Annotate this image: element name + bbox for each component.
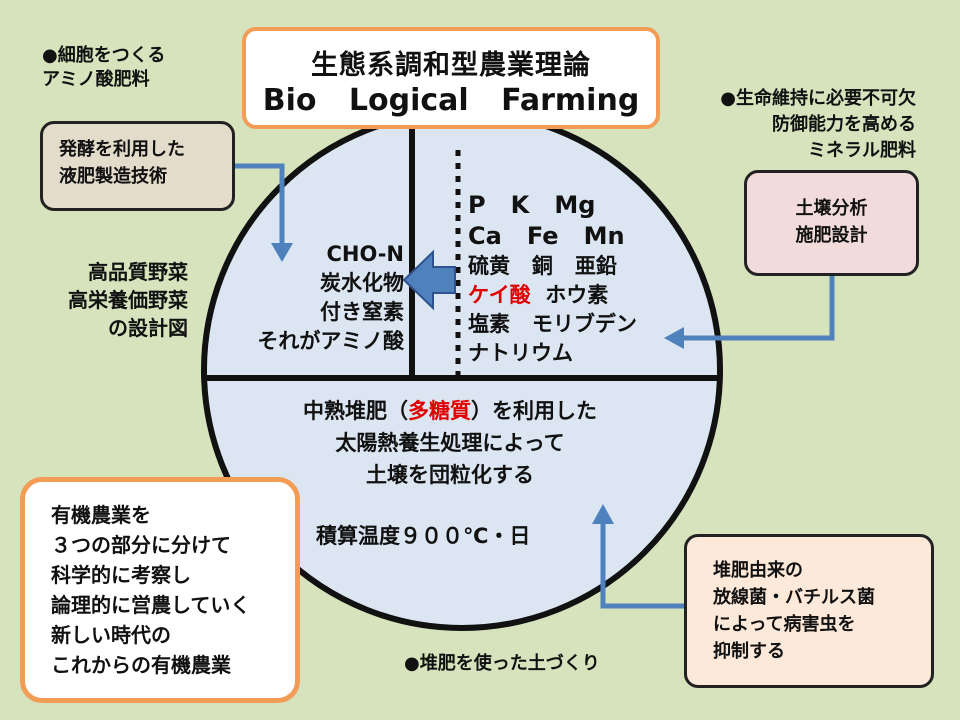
- organic-farming-box: 有機農業を ３つの部分に分けて 科学的に考察し 論理的に営農していく 新しい時代…: [20, 477, 300, 703]
- fermentation-box: 発酵を利用した 液肥製造技術: [40, 121, 235, 211]
- mineral-to-amino-arrow: [402, 249, 456, 311]
- design-label: 高品質野菜 高栄養価野菜 の設計図: [68, 260, 188, 340]
- title-japanese: 生態系調和型農業理論: [311, 50, 591, 81]
- amino-acid-section: CHO-N 炭水化物 付き窒素 それがアミノ酸: [257, 242, 404, 353]
- title-box: 生態系調和型農業理論 Bio Logical Farming: [242, 27, 660, 129]
- compost-section: 中熟堆肥（多糖質）を利用した 太陽熱養生処理によって 土壌を団粒化する: [303, 399, 597, 487]
- title-english: Bio Logical Farming: [262, 83, 640, 118]
- soil-analysis-box: 土壌分析 施肥設計: [744, 170, 919, 276]
- silicic-acid-highlight: ケイ酸: [468, 283, 531, 307]
- microbe-arrow-head: [592, 504, 614, 524]
- soil-analysis-arrow-line: [682, 276, 835, 341]
- amino-fertilizer-note: ●細胞をつくる アミノ酸肥料: [42, 45, 166, 90]
- polysaccharide-highlight: 多糖質: [408, 399, 471, 423]
- microbe-box: 堆肥由来の 放線菌・バチルス菌 によって病害虫を 抑制する: [684, 534, 934, 688]
- fermentation-arrow-head: [271, 243, 293, 262]
- microbe-arrow-line: [600, 522, 684, 609]
- temperature-label: 積算温度９００℃・日: [316, 524, 531, 548]
- soil-building-note: ●堆肥を使った土づくり: [404, 653, 600, 674]
- soil-analysis-arrow-head: [664, 327, 684, 349]
- fermentation-arrow-line: [235, 163, 285, 245]
- mineral-section: P K Mg Ca Fe Mn 硫黄 銅 亜鉛 ケイ酸 ホウ素 塩素 モリブデン…: [468, 191, 637, 365]
- mineral-fertilizer-note: ●生命維持に必要不可欠 防御能力を高める ミネラル肥料: [720, 88, 916, 161]
